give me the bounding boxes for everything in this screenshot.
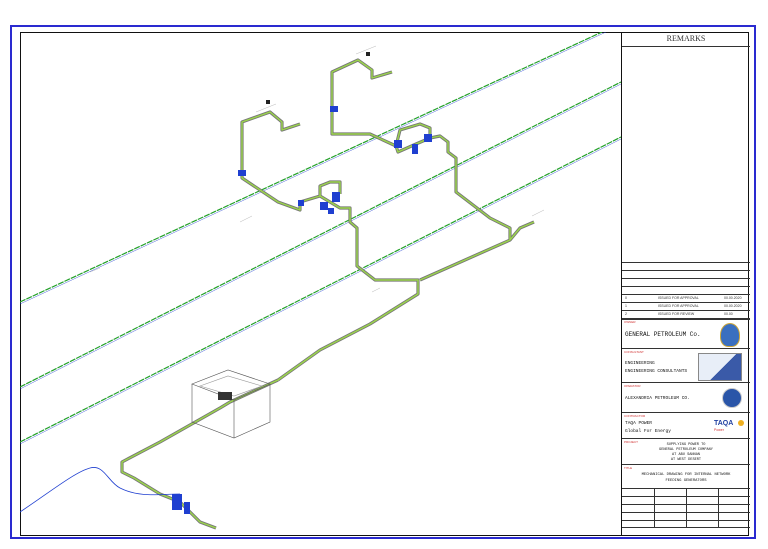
valve-5 — [328, 208, 334, 214]
remarks-title: REMARKS — [622, 32, 750, 47]
pipeline-3 — [20, 136, 621, 443]
title-block: REMARKS 0 ISSUED FOR APPROVAL 00.00.2020… — [621, 32, 750, 536]
pipeline-1 — [20, 32, 603, 303]
main-pipelines — [20, 32, 621, 445]
project-section: PROJECT SUPPLYING POWER TO GENERAL PETRO… — [622, 438, 750, 464]
revision-row: 1 ISSUED FOR APPROVAL 00.00.2020 — [622, 302, 750, 311]
valve-1 — [238, 170, 246, 176]
drawing-title-line1: MECHANICAL DRAWING FOR INTERNAL NETWORK — [641, 473, 731, 477]
contractor-logo-icon: TAQA Power — [714, 420, 746, 434]
valve-11 — [172, 494, 182, 510]
valve-3 — [320, 202, 328, 210]
valve-6 — [330, 106, 338, 112]
operator-section: OPERATOR ALEXANDRIA PETROLEUM CO. — [622, 382, 750, 412]
isometric-piping-drawing — [20, 32, 621, 530]
valve-8 — [412, 144, 418, 154]
valve-10 — [218, 392, 232, 400]
drawing-frame — [20, 32, 749, 536]
valves — [172, 52, 432, 514]
valve-13 — [266, 100, 270, 104]
pipeline-1-edge — [20, 32, 607, 305]
operator-name: ALEXANDRIA PETROLEUM CO. — [625, 396, 690, 401]
valve-7 — [394, 140, 402, 148]
drawing-title-section: TITLE MECHANICAL DRAWING FOR INTERNAL NE… — [622, 464, 750, 488]
valve-14 — [366, 52, 370, 56]
valve-4 — [332, 192, 340, 202]
drawing-title-line2: FEEDING GENERATORS — [665, 479, 707, 483]
valve-9 — [424, 134, 432, 142]
owner-section: OWNER GENERAL PETROLEUM Co. — [622, 318, 750, 348]
contractor-section: CONTRACTOR TAQA POWER Global For Energy … — [622, 412, 750, 438]
operator-logo-icon — [722, 388, 742, 408]
pipe-network — [120, 58, 535, 530]
owner-name: GENERAL PETROLEUM Co. — [625, 331, 701, 338]
pipeline-2 — [20, 81, 621, 388]
owner-logo-icon — [720, 323, 740, 347]
consultant-logo-icon — [698, 353, 742, 381]
pipeline-2-edge — [20, 83, 621, 390]
revision-table — [622, 262, 750, 332]
revision-row: 0 ISSUED FOR APPROVAL 00.00.2020 — [622, 294, 750, 303]
pipeline-3-edge — [20, 138, 621, 445]
drawing-sheet-border — [10, 25, 756, 539]
valve-pit — [191, 369, 271, 439]
revision-row: 2 ISSUED FOR REVIEW 00.00 — [622, 310, 750, 320]
dimension-ticks — [89, 45, 545, 293]
ground-profile-line — [20, 467, 181, 513]
valve-12 — [184, 502, 190, 514]
consultant-section: CONSULTANT ENGINEERING ENGINEERING CONSU… — [622, 348, 750, 382]
valve-2 — [298, 200, 304, 206]
